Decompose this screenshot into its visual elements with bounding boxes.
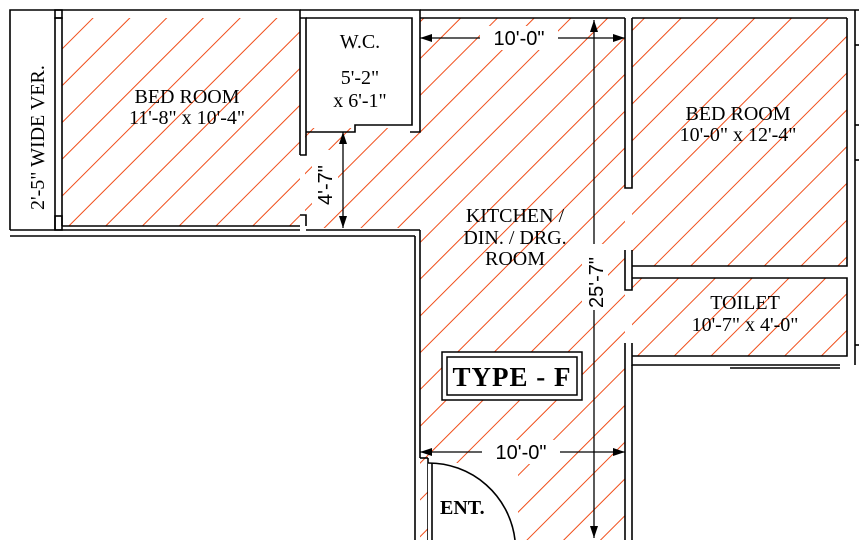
- wc-wall: [306, 17, 413, 133]
- kitchen-right-wall-upper: [624, 18, 633, 189]
- passage-arrow-bottom: [339, 216, 347, 228]
- bedroom-right-name: BED ROOM: [685, 103, 790, 125]
- wc-size-line2: x 6'-1": [333, 90, 386, 112]
- toilet-box: [632, 277, 848, 357]
- bedroom-left-size: 11'-8" x 10'-4": [129, 107, 245, 129]
- passage-arrow-top: [339, 132, 347, 144]
- door-swing-arc: [427, 462, 516, 540]
- kitchen-line3: ROOM: [485, 248, 545, 270]
- kitchen-length-arrow-top: [590, 20, 598, 32]
- bottom-width-label: 10'-0": [496, 442, 547, 464]
- veranda-wall: [54, 17, 63, 230]
- wc-outer: [300, 9, 421, 133]
- bottom-width-arrow-left: [420, 448, 432, 456]
- kitchen-right-wall-mid: [624, 250, 633, 291]
- type-badge: TYPE - F: [441, 351, 583, 401]
- bedroom-wc-wall: [300, 17, 307, 156]
- bottom-width-arrow-right: [613, 448, 625, 456]
- type-label: TYPE - F: [453, 362, 572, 392]
- kitchen-line2: DIN. / DRG.: [463, 227, 566, 249]
- dimensions: 10'-0" 10'-0" 4'-7" 25'-7": [312, 20, 625, 538]
- kitchen-length-arrow-bottom: [590, 526, 598, 538]
- toilet-fill: [632, 278, 847, 356]
- bedroom-right-fill: [632, 18, 847, 266]
- veranda-column-top: [54, 9, 63, 19]
- wc-name: W.C.: [340, 31, 380, 53]
- top-width-label: 10'-0": [494, 28, 545, 50]
- top-width-arrow-left: [420, 34, 432, 42]
- wc-size-line1: 5'-2": [341, 67, 379, 89]
- kitchen-line1: KITCHEN /: [466, 205, 565, 227]
- veranda-label: 2'-5" WIDE VER.: [27, 65, 49, 210]
- top-width-arrow-right: [613, 34, 625, 42]
- bedroom-wc-wall-lower: [300, 214, 307, 226]
- toilet-name: TOILET: [710, 292, 780, 314]
- entrance-label: ENT.: [440, 497, 485, 519]
- right-block-edge: [632, 18, 848, 267]
- entrance-door: ENT.: [427, 462, 518, 540]
- veranda-column-bottom: [54, 215, 63, 231]
- walls: [9, 9, 859, 540]
- bedroom-left-fill: [62, 18, 300, 226]
- bedroom-right-size: 10'-0" x 12'-4": [680, 124, 797, 146]
- bedroom-left-name: BED ROOM: [134, 86, 239, 108]
- kitchen-length-label: 25'-7": [586, 257, 608, 308]
- toilet-size: 10'-7" x 4'-0": [692, 314, 799, 336]
- outer-wall-top-left: [9, 9, 301, 230]
- passage-label: 4'-7": [315, 165, 337, 205]
